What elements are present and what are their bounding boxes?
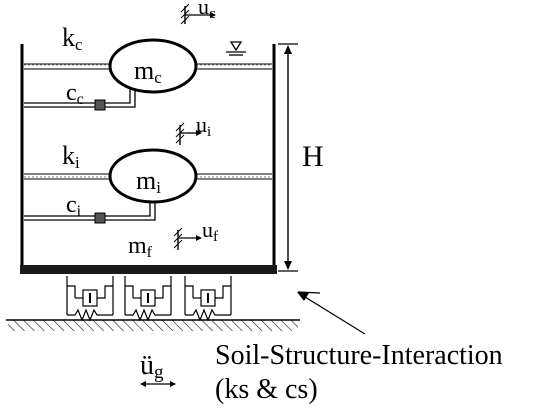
foundation-springs [66, 276, 232, 322]
tank-base-slab [20, 265, 277, 274]
convective-mass-ellipse [108, 38, 198, 94]
ssi-params: (ks & cs) [215, 374, 318, 405]
displacement-arrow-uf [173, 227, 202, 250]
ssi-title: Soil-Structure-Interaction [215, 340, 503, 371]
label-mc: mc [134, 56, 162, 87]
impulsive-dashpot [24, 201, 156, 224]
label-ui: ui [196, 112, 211, 140]
label-mi: mi [136, 166, 161, 197]
label-ki: ki [62, 141, 80, 172]
height-dimension [278, 43, 298, 272]
ssi-leader-arrow [297, 291, 366, 335]
label-ci: ci [66, 192, 82, 220]
impulsive-mass-ellipse [108, 148, 198, 204]
convective-dashpot [24, 88, 136, 111]
label-uc: uc [198, 0, 216, 22]
tank-walls [20, 44, 276, 272]
label-ground-accel: üg [140, 350, 164, 383]
hatched-ground-icon [6, 319, 300, 331]
displacement-arrow-uc [180, 3, 216, 25]
label-cc: cc [66, 80, 84, 108]
label-height: H [302, 140, 324, 173]
label-uf: uf [202, 217, 218, 245]
water-level-triangle-icon [226, 41, 246, 56]
label-mf: mf [128, 233, 153, 261]
ground-acceleration-arrow [140, 381, 176, 387]
displacement-arrow-ui [175, 122, 202, 145]
label-kc: kc [62, 23, 83, 54]
